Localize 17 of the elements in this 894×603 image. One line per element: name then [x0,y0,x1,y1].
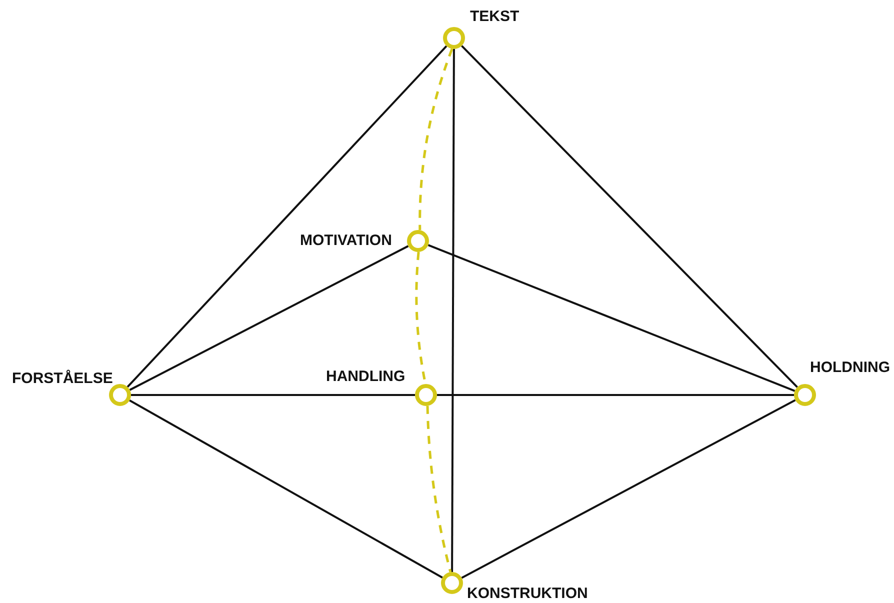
connector-line [129,400,443,578]
connector-line [129,245,409,391]
node-label: HOLDNING [810,358,890,378]
node-label: TEKST [470,7,520,27]
connector-line [428,244,796,392]
connector-line [451,49,455,572]
connector-line [131,394,415,396]
connector-line [126,45,448,388]
node-label: HANDLING [326,367,406,387]
dashed-curve [418,48,454,230]
connector-line [461,399,796,579]
node-label: MOTIVATION [300,231,392,251]
dashed-curve [426,406,452,572]
node-label: FORSTÅELSE [12,368,113,389]
connector-line [437,394,794,396]
node-label: KONSTRUKTION [467,584,588,603]
connector-line [461,45,798,388]
